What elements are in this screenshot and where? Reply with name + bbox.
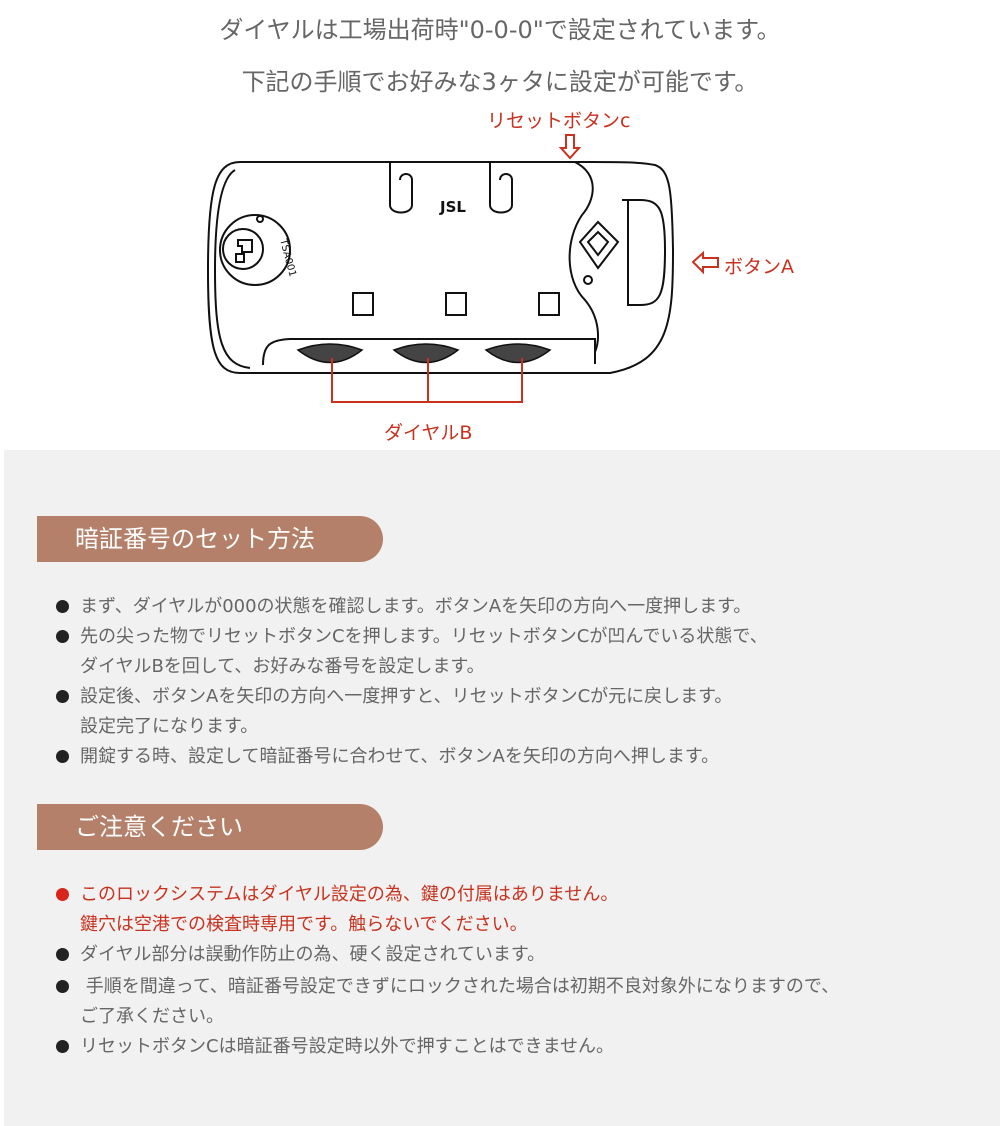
reset-button-label: リセットボタンc xyxy=(487,110,631,132)
button-a-label: ボタンA xyxy=(724,256,794,278)
keyhole-outer xyxy=(219,214,291,286)
set-item: まず、ダイヤルが000の状態を確認します。ボタンAを矢印の方向へ一度押します。 xyxy=(56,592,751,622)
instructions-panel xyxy=(4,450,1000,1126)
button-a xyxy=(622,199,667,306)
bullet-icon xyxy=(56,690,69,703)
tsa-text: TSA001 xyxy=(277,237,298,278)
dial-1 xyxy=(296,343,364,364)
notice-item: 手順を間違って、暗証番号設定できずにロックされた場合は初期不良対象外になりますの… xyxy=(56,972,839,1032)
window-1 xyxy=(352,292,374,316)
set-item: 先の尖った物でリセットボタンCを押します。リセットボタンCが凹んでいる状態で、ダ… xyxy=(56,622,768,682)
keyhole-icon xyxy=(235,239,253,263)
notice-item: リセットボタンCは暗証番号設定時以外で押すことはできません。 xyxy=(56,1032,614,1062)
lock-body xyxy=(206,161,675,374)
window-2 xyxy=(445,292,467,316)
window-3 xyxy=(538,292,560,316)
set-item: 開錠する時、設定して暗証番号に合わせて、ボタンAを矢印の方向へ押します。 xyxy=(56,742,719,772)
lock-diagram: JSL TSA001 xyxy=(206,134,719,403)
dial-3 xyxy=(484,343,552,364)
dial-label: ダイヤルB xyxy=(384,422,473,444)
bullet-icon xyxy=(56,1040,69,1053)
shackle-left xyxy=(389,162,413,214)
bullet-icon xyxy=(56,600,69,613)
bullet-icon xyxy=(56,948,69,961)
dial-track xyxy=(262,338,596,366)
intro-line-1: ダイヤルは工場出荷時"0-0-0"で設定されています。 xyxy=(219,16,781,44)
notice-item: ダイヤル部分は誤動作防止の為、硬く設定されています。 xyxy=(56,940,545,970)
shackle-right xyxy=(489,162,513,214)
dial-2 xyxy=(392,343,460,364)
brand-logo: JSL xyxy=(439,198,466,216)
reset-arrow-icon xyxy=(558,134,582,160)
bullet-icon xyxy=(56,630,69,643)
set-section-title: 暗証番号のセット方法 xyxy=(37,516,383,562)
side-curve xyxy=(568,161,599,353)
lock-inner-outline xyxy=(213,169,251,369)
set-item: 設定後、ボタンAを矢印の方向へ一度押すと、リセットボタンCが元に戻します。設定完… xyxy=(56,682,732,742)
notice-section-title: ご注意ください xyxy=(37,804,383,850)
intro-line-2: 下記の手順でお好みな3ヶタに設定が可能です。 xyxy=(241,68,759,96)
notice-item-warning: このロックシステムはダイヤル設定の為、鍵の付属はありません。鍵穴は空港での検査時… xyxy=(56,880,618,940)
bullet-icon xyxy=(56,888,69,901)
keyhole-inner xyxy=(222,228,264,270)
dial-bracket xyxy=(331,358,523,403)
bullet-icon xyxy=(56,980,69,993)
tsa-logo xyxy=(578,220,620,270)
bullet-icon xyxy=(56,750,69,763)
button-a-arrow-icon xyxy=(691,250,719,275)
